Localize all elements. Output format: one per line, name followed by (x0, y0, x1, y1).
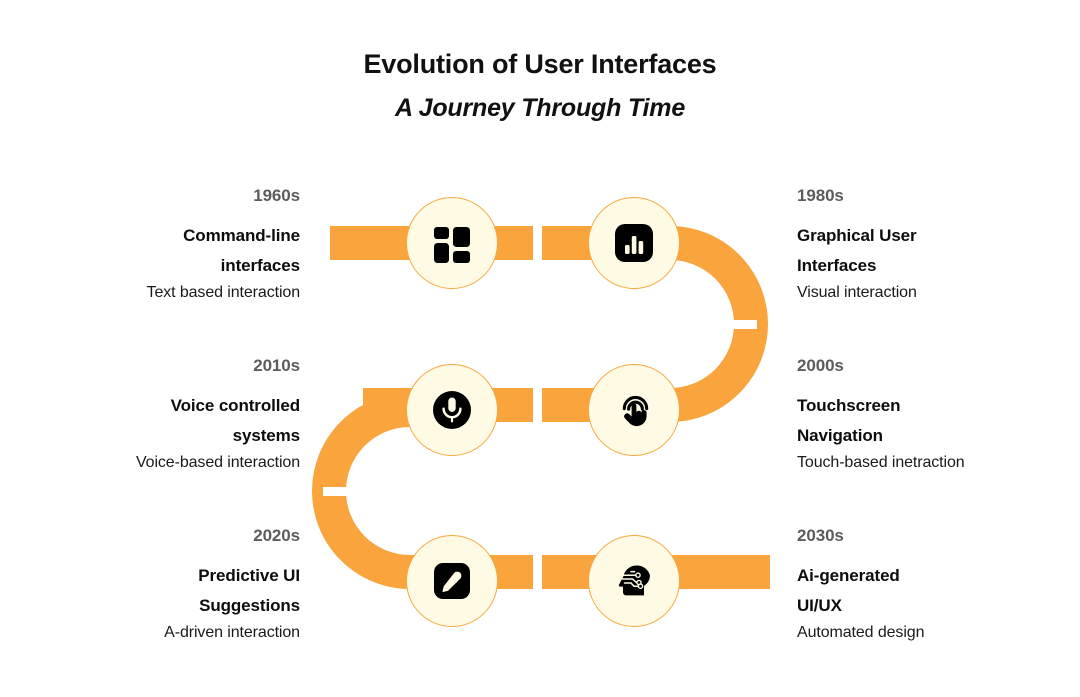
infographic-header: Evolution of User Interfaces A Journey T… (0, 0, 1080, 124)
timeline-title-1980s: Graphical User Interfaces (797, 221, 1080, 279)
ai-head-circuit-icon (611, 558, 657, 604)
timeline-desc-1980s: Visual interaction (797, 283, 917, 301)
timeline-desc-2030s: Automated design (797, 623, 925, 641)
timeline-entry-2010s: 2010s Voice controlled systems Voice-bas… (0, 356, 300, 473)
dashboard-grid-icon (430, 221, 474, 265)
timeline-decade-2020s: 2020s (253, 526, 300, 545)
timeline-title-line2: interfaces (220, 255, 300, 275)
timeline-title-line1: Ai-generated (797, 566, 900, 586)
timeline-decade-2000s: 2000s (797, 356, 844, 375)
timeline-title-2020s: Predictive UI Suggestions (0, 561, 300, 619)
pencil-edit-icon (430, 559, 474, 603)
microphone-icon (430, 388, 474, 432)
timeline-title-line1: Voice controlled (170, 396, 300, 416)
timeline-title-line2: Suggestions (199, 595, 300, 615)
timeline-entry-1960s: 1960s Command-line interfaces Text based… (0, 186, 301, 303)
timeline-entry-2020s: 2020s Predictive UI Suggestions A-driven… (0, 526, 300, 643)
timeline-node-2010s[interactable] (406, 364, 498, 456)
timeline-title-2030s: Ai-generated UI/UX (797, 561, 1080, 619)
timeline-node-2020s[interactable] (406, 535, 498, 627)
timeline-node-2000s[interactable] (588, 364, 680, 456)
timeline-title-line1: Predictive UI (198, 566, 300, 586)
timeline-decade-1980s: 1980s (797, 186, 844, 205)
bar-chart-icon (612, 221, 656, 265)
timeline-entry-2030s: 2030s Ai-generated UI/UX Automated desig… (797, 526, 1080, 643)
touch-tap-icon (612, 388, 656, 432)
timeline-decade-2010s: 2010s (253, 356, 300, 375)
timeline-title-1960s: Command-line interfaces (0, 221, 300, 279)
timeline-desc-1960s: Text based interaction (146, 283, 301, 301)
timeline-title-line1: Touchscreen (797, 396, 901, 416)
page-subtitle: A Journey Through Time (394, 93, 686, 122)
timeline-decade-1960s: 1960s (253, 186, 300, 205)
timeline-entry-2000s: 2000s Touchscreen Navigation Touch-based… (797, 356, 1080, 473)
timeline-entry-1980s: 1980s Graphical User Interfaces Visual i… (797, 186, 1080, 303)
timeline-title-line2: UI/UX (797, 595, 842, 615)
timeline-title-2000s: Touchscreen Navigation (797, 391, 1080, 449)
timeline-title-line1: Graphical User (797, 226, 917, 246)
timeline-title-line1: Command-line (183, 226, 300, 246)
timeline-node-2030s[interactable] (588, 535, 680, 627)
timeline-title-line2: systems (232, 425, 300, 445)
timeline-title-line2: Navigation (797, 425, 883, 445)
timeline-title-line2: Interfaces (797, 255, 877, 275)
page-title: Evolution of User Interfaces (363, 49, 717, 79)
timeline-desc-2020s: A-driven interaction (164, 623, 300, 641)
timeline-desc-2000s: Touch-based inetraction (797, 453, 965, 471)
timeline-desc-2010s: Voice-based interaction (135, 453, 300, 471)
timeline-node-1960s[interactable] (406, 197, 498, 289)
timeline-node-1980s[interactable] (588, 197, 680, 289)
timeline-title-2010s: Voice controlled systems (0, 391, 300, 449)
timeline-decade-2030s: 2030s (797, 526, 844, 545)
